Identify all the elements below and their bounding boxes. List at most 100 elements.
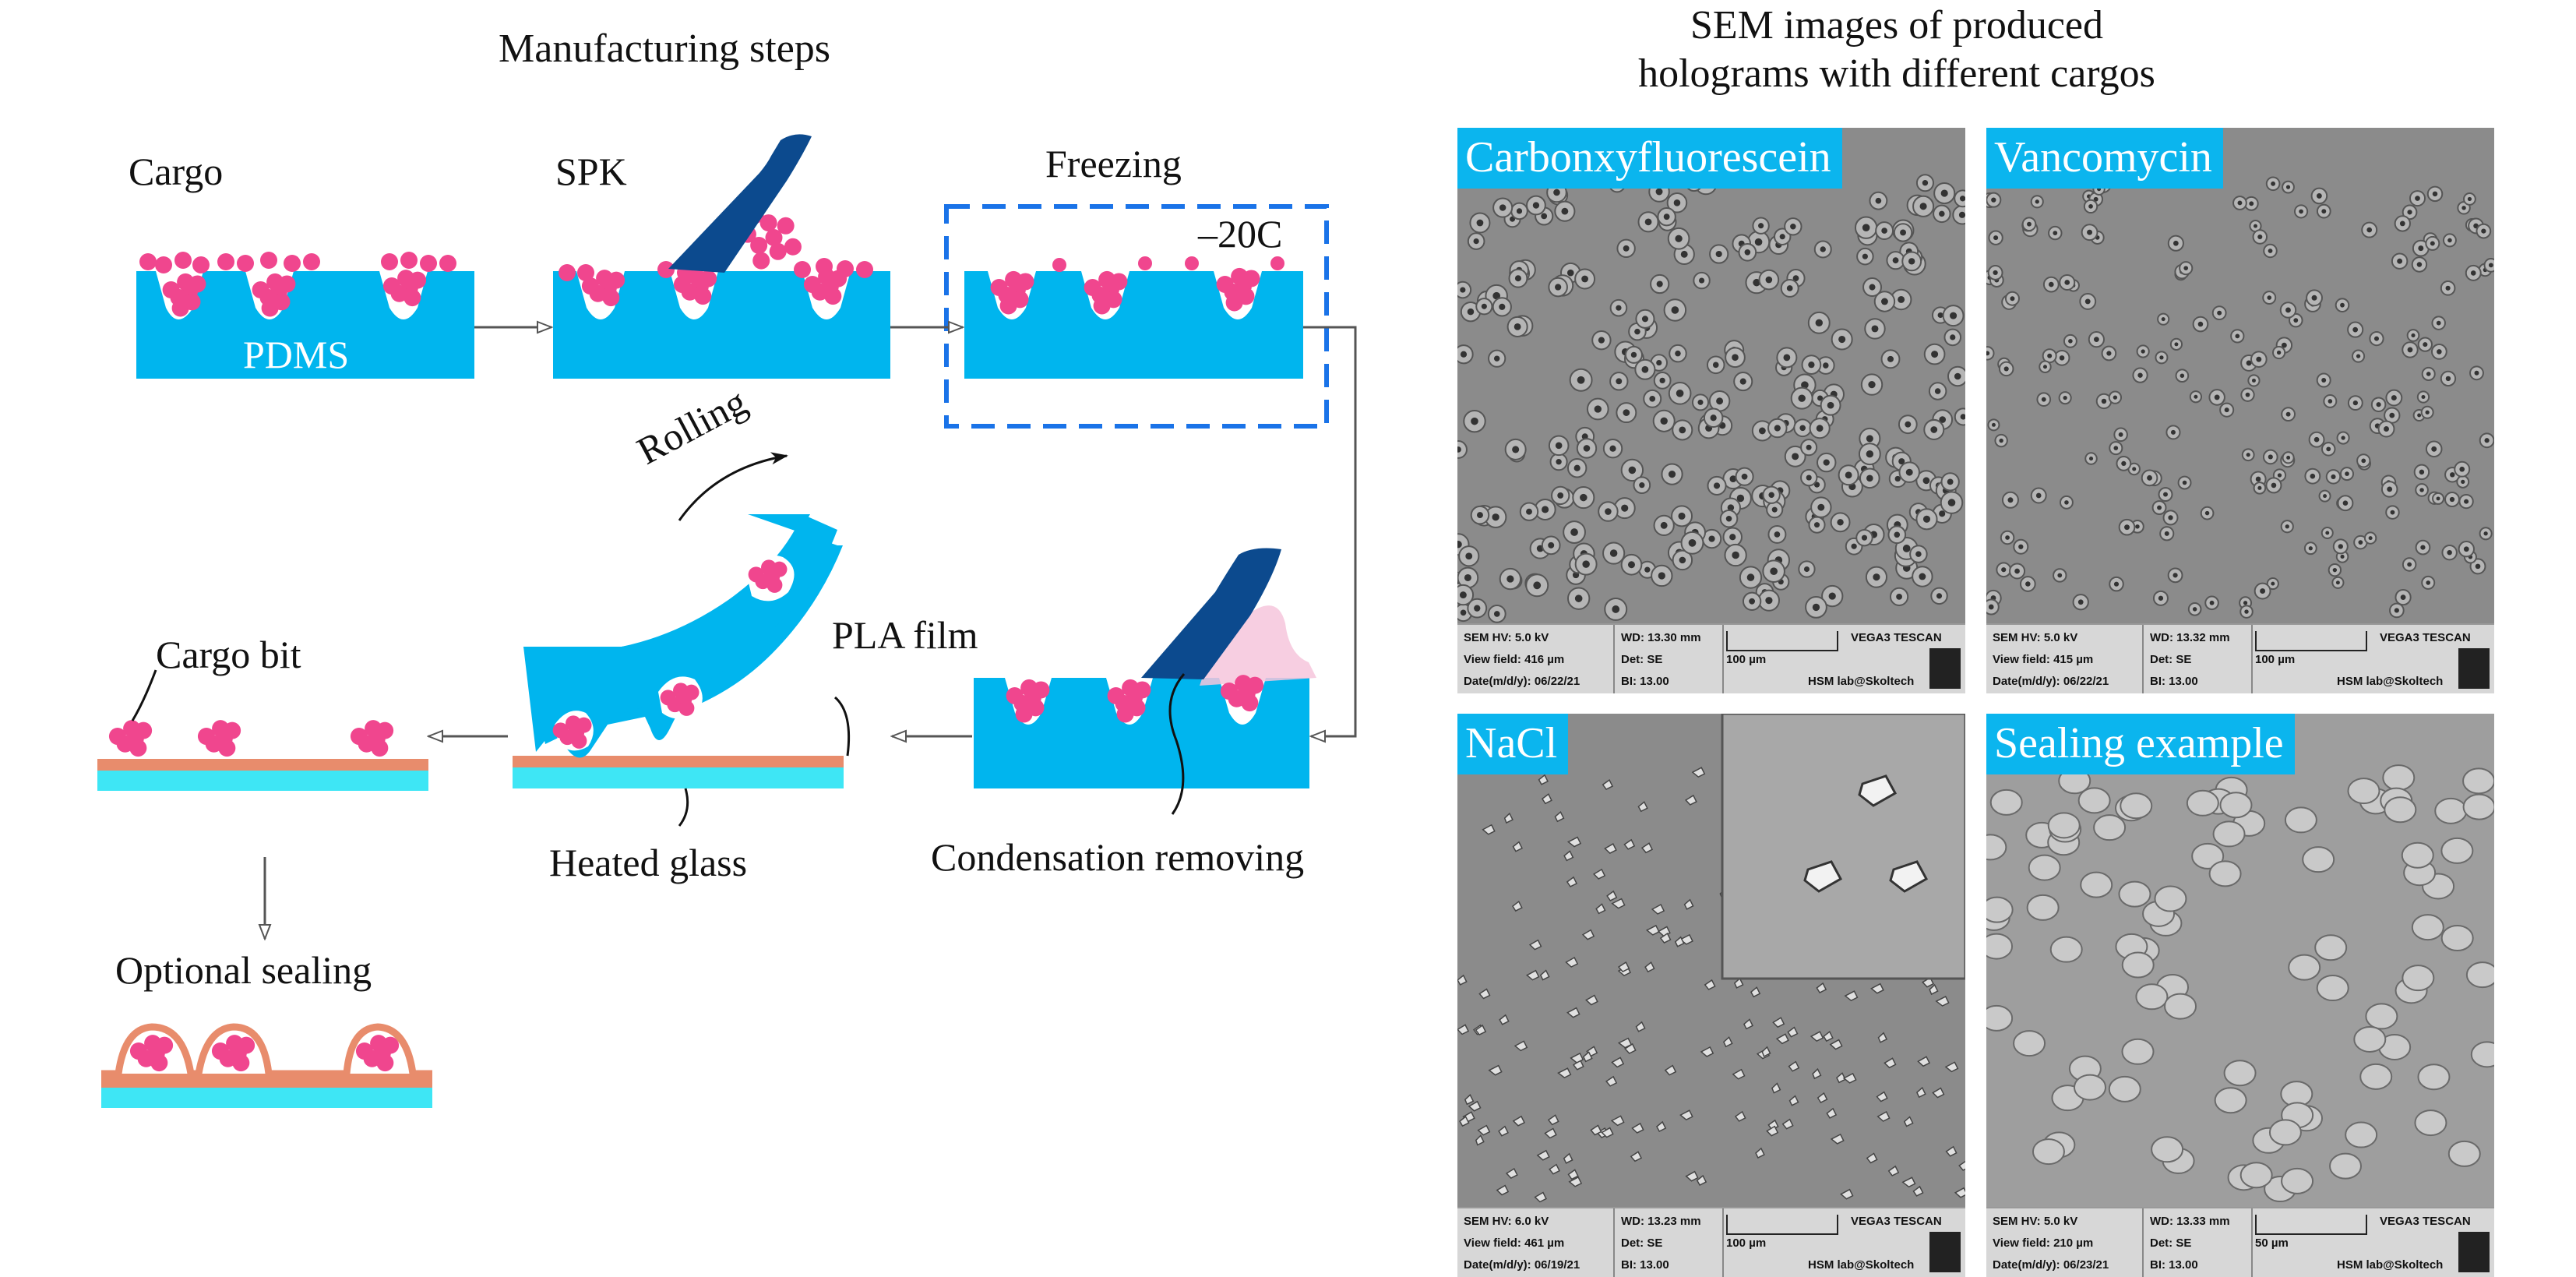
label-pdms: PDMS [243,333,350,376]
cargo-particle [1110,273,1128,291]
sem-meta-det: Det: SE [2150,1236,2192,1250]
cargo-particle [581,277,599,295]
cargo-particle [439,255,456,272]
sem-meta-bi: BI: 13.00 [2150,1258,2198,1272]
cargo-particle [1052,258,1066,272]
cargo-particle [803,276,821,294]
cargo-particle [571,732,587,749]
cargo-particle [694,288,712,305]
arrow-step3-to-step4 [1303,326,1357,736]
step3-freezing [944,204,1329,429]
cargo-particle [403,289,421,307]
sem-meta-hv: SEM HV: 5.0 kV [1993,631,2078,644]
manufacturing-steps-title: Manufacturing steps [499,26,831,71]
cargo-particle [218,739,236,757]
cargo-particle [1006,686,1024,704]
cargo-particle [1220,683,1238,700]
sem-meta-date: Date(m/d/y): 06/22/21 [1464,675,1580,688]
step5-rolling [513,452,1186,827]
sem-meta-det: Det: SE [1621,1236,1663,1250]
cargo-particle [856,261,873,278]
cargo-particle [750,236,768,254]
sem-meta-bi: BI: 13.00 [1621,675,1669,688]
sem-meta-brand: VEGA3 TESCAN [2380,1215,2471,1228]
cargo-particle [150,1054,168,1072]
cargo-particle [769,242,787,260]
cargo-particle [192,256,210,273]
sem-meta-bi: BI: 13.00 [1621,1258,1669,1272]
cargo-particle [559,264,576,281]
cargo-particle [552,722,569,739]
freezing-frame [944,204,1329,429]
cargo-particle [1216,275,1234,293]
cargo-particle [261,299,279,317]
sem-meta-field: View field: 415 µm [1993,653,2094,666]
cargo-particle [771,561,788,577]
cargo-particle [673,276,691,294]
sem-bar-divider [2251,625,2253,693]
sem-meta-brand: VEGA3 TESCAN [1851,1215,1942,1228]
sem-meta-bi: BI: 13.00 [2150,675,2198,688]
sem-meta-scale: 100 µm [2255,653,2296,666]
cargo-particle [608,271,625,289]
sem-texture [1457,128,1965,693]
sem-bar-divider [1722,1208,1724,1277]
cargo-particle [748,566,764,583]
cargo-particle [171,299,189,317]
label-cargo-bit: Cargo bit [156,633,301,676]
cargo-particle [135,721,153,739]
cargo-particle [1015,705,1033,723]
step4-condensation [974,548,1316,788]
cargo-particle [1017,273,1034,291]
cargo-particle [420,255,437,272]
sem-bar-divider [2142,625,2144,693]
sem-meta-scale: 100 µm [1726,1236,1767,1250]
tescan-logo [1929,1232,1961,1272]
cargo-particle [657,261,675,278]
sem-bar-divider [2142,1208,2144,1277]
cargo-particle [278,275,296,293]
cargo-particle [759,214,777,232]
cargo-particle [162,280,180,298]
step6-cargo-bits [97,669,428,791]
cargo-particle [376,1054,394,1072]
sem-meta-hv: SEM HV: 6.0 kV [1464,1215,1549,1228]
cargo-particle [1032,681,1050,699]
tescan-logo [2458,648,2490,689]
sem-texture [1986,714,2494,1277]
sem-meta-date: Date(m/d/y): 06/19/21 [1464,1258,1580,1272]
sem-meta-brand: VEGA3 TESCAN [1851,631,1942,644]
nacl-inset-zoom [1721,714,1965,980]
tescan-logo [2458,1232,2490,1272]
rolling-arrow [678,452,788,521]
cargo-particle [766,577,783,593]
cargo-particle [129,1042,147,1060]
sem-bar-divider [2251,1208,2253,1277]
cargo-particle [350,728,368,746]
cargo-particle [1270,256,1284,270]
cargo-particle [174,252,192,269]
cargo-particle [777,217,795,235]
label-freezing: Freezing [1045,142,1182,185]
sem-meta-hv: SEM HV: 5.0 kV [1464,631,1549,644]
cargo-particle [999,297,1017,315]
label-condensation-removing: Condensation removing [931,835,1305,879]
cargo-particle [752,252,770,270]
sem-meta-wd: WD: 13.23 mm [1621,1215,1701,1228]
cargo-particle [1107,686,1125,704]
pla-leader-line [833,696,851,757]
sem-cargo-label: Sealing example [1986,714,2295,774]
cargo-particle [381,253,398,270]
sealing-film [101,1023,432,1078]
cargo-particle [1246,676,1264,694]
label-optional-sealing: Optional sealing [115,948,372,992]
label-heated-glass: Heated glass [549,841,748,884]
cargo-particle [238,1036,255,1054]
cargo-particle [1185,256,1199,270]
sem-bar-divider [1613,625,1615,693]
sem-title-line1: SEM images of produced [1690,3,2103,48]
